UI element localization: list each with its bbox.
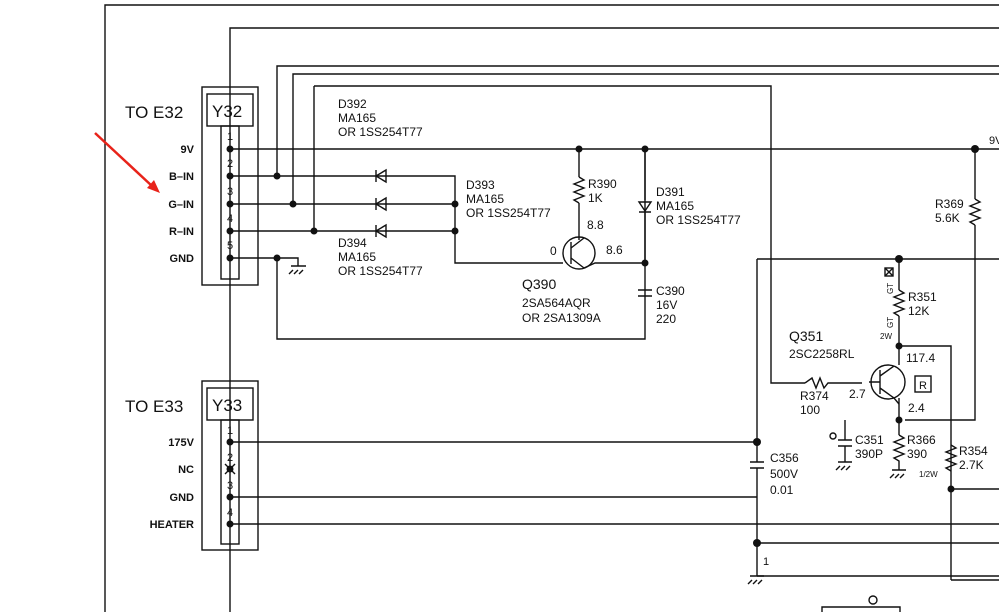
y33-pin-label: GND [170, 492, 195, 504]
y32-pin-number: 1 [227, 131, 233, 143]
q351-collector-voltage: 117.4 [906, 351, 935, 365]
r390-label: R390 [588, 177, 617, 191]
y32-pin-number: 2 [227, 158, 233, 170]
q390-label: Q390 [522, 276, 556, 292]
c356-value: 0.01 [770, 483, 794, 497]
c351-value: 390P [855, 447, 883, 461]
connector-y33-frame [201, 380, 259, 551]
y33-pin-number: 1 [227, 425, 233, 437]
power-mark: 2W [880, 332, 892, 341]
c390-voltage: 16V [656, 298, 677, 312]
y33-pin-number: 3 [227, 480, 233, 492]
d392-part: MA165 [338, 111, 376, 125]
r374-value: 100 [800, 403, 820, 417]
d392-feedback-wire [314, 85, 805, 384]
r374-label: R374 [800, 389, 829, 403]
d394-part: MA165 [338, 250, 376, 264]
d393-part: MA165 [466, 192, 504, 206]
q351-part: 2SC2258RL [789, 347, 855, 361]
junction-dots [226, 145, 979, 547]
y33-pin-number: 2 [227, 452, 233, 464]
gt-mark: GT [886, 283, 895, 294]
y33-to-label: TO E33 [125, 397, 183, 416]
y32-pin-number: 5 [227, 240, 233, 252]
y32-pin-label: R–IN [169, 226, 194, 238]
c390-value: 220 [656, 312, 676, 326]
r351-label: R351 [908, 290, 937, 304]
r390-value: 1K [588, 191, 603, 205]
y32-pin-number: 4 [227, 213, 233, 225]
r354-value: 2.7K [959, 458, 984, 472]
d394-alt: OR 1SS254T77 [338, 264, 423, 278]
board-frame [104, 4, 999, 612]
c356-label: C356 [770, 451, 799, 465]
d391-alt: OR 1SS254T77 [656, 213, 741, 227]
r366-value: 390 [907, 447, 927, 461]
y32-pin-label: GND [170, 253, 195, 265]
q351-base-voltage: 2.7 [849, 387, 866, 401]
d393-label: D393 [466, 178, 495, 192]
y33-pin-number: 4 [227, 507, 233, 519]
r369-label: R369 [935, 197, 964, 211]
q390-emitter-voltage: 8.8 [587, 218, 604, 232]
r354-label: R354 [959, 444, 988, 458]
q390-base-voltage: 0 [550, 244, 557, 258]
q390-collector-voltage: 8.6 [606, 243, 623, 257]
r-box-label: R [919, 380, 927, 392]
inner-bus [229, 27, 999, 612]
d391-label: D391 [656, 185, 685, 199]
y33-pin-label: HEATER [150, 519, 194, 531]
ground-node-label: 1 [763, 556, 769, 568]
r351-value: 12K [908, 304, 929, 318]
r354-power: 1/2W [919, 470, 938, 479]
y33-pin-label: 175V [168, 437, 194, 449]
q390-alt: OR 2SA1309A [522, 311, 601, 325]
c356-voltage: 500V [770, 467, 798, 481]
y32-pin-label: B–IN [169, 171, 194, 183]
d394-label: D394 [338, 236, 367, 250]
y32-to-label: TO E32 [125, 103, 183, 122]
d392-alt: OR 1SS254T77 [338, 125, 423, 139]
y32-pin-label: 9V [181, 144, 195, 156]
r366-label: R366 [907, 433, 936, 447]
c390-label: C390 [656, 284, 685, 298]
y32-pin-number: 3 [227, 186, 233, 198]
y32-pin-label: G–IN [168, 199, 194, 211]
q351-emitter-voltage: 2.4 [908, 401, 925, 415]
c351-label: C351 [855, 433, 884, 447]
y33-name: Y33 [212, 396, 242, 415]
y33-pin-label: NC [178, 464, 194, 476]
y32-name: Y32 [212, 102, 242, 121]
d391-part: MA165 [656, 199, 694, 213]
r-test-box [914, 375, 932, 393]
net-9v-label: 9V [989, 135, 999, 147]
d393-alt: OR 1SS254T77 [466, 206, 551, 220]
gt-mark: GT [886, 317, 895, 328]
r369-value: 5.6K [935, 211, 960, 225]
q351-label: Q351 [789, 328, 823, 344]
d392-label: D392 [338, 97, 367, 111]
annotation-arrow-icon [94, 132, 160, 193]
connector-y32-frame [201, 86, 259, 286]
q390-part: 2SA564AQR [522, 296, 591, 310]
